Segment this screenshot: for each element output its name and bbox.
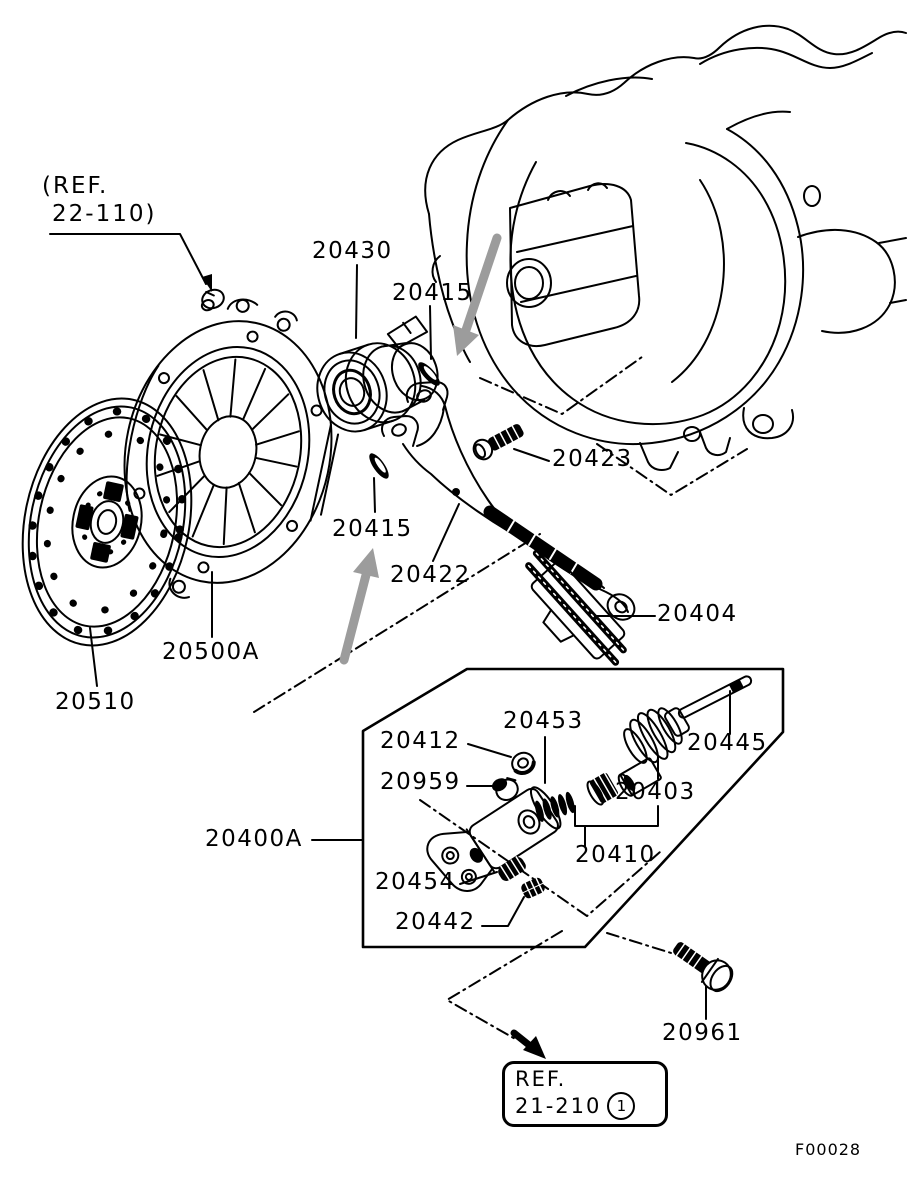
part-label-20410: 20410 bbox=[575, 842, 656, 868]
ref-top-line2: 22-110) bbox=[52, 201, 157, 227]
part-label-20404: 20404 bbox=[657, 601, 738, 627]
gray-arrow-up bbox=[339, 548, 379, 665]
figure-code: F00028 bbox=[795, 1140, 862, 1159]
black-arrow-to-refbox bbox=[510, 1029, 546, 1059]
center-lines bbox=[253, 356, 748, 1041]
bolt-20423 bbox=[472, 424, 524, 461]
part-label-20445: 20445 bbox=[687, 730, 768, 756]
part-label-20422: 20422 bbox=[390, 562, 471, 588]
part-label-20453: 20453 bbox=[503, 708, 584, 734]
ref-top-arrowhead bbox=[202, 274, 212, 292]
part-label-20959: 20959 bbox=[380, 769, 461, 795]
damper-20404 bbox=[525, 549, 627, 666]
cap-20959 bbox=[491, 777, 519, 801]
part-label-20442: 20442 bbox=[395, 909, 476, 935]
part-label-20500A: 20500A bbox=[162, 639, 260, 665]
bleeder-20454 bbox=[498, 856, 526, 881]
slave-cylinder-body bbox=[426, 786, 562, 892]
transmission-housing bbox=[424, 24, 907, 471]
ref-bottom-line1: REF. bbox=[515, 1067, 567, 1091]
release-bearing bbox=[316, 315, 439, 433]
part-label-20454: 20454 bbox=[375, 869, 456, 895]
snap-clip-upper bbox=[418, 362, 440, 386]
part-label-20423: 20423 bbox=[552, 446, 633, 472]
ref-callout-top: (REF.22-110) bbox=[42, 172, 156, 228]
snap-clip-lower bbox=[369, 453, 389, 479]
part-label-20412: 20412 bbox=[380, 728, 461, 754]
valve-20442 bbox=[521, 877, 545, 899]
part-label-20403: 20403 bbox=[615, 779, 696, 805]
piston-cup bbox=[586, 771, 619, 806]
clutch-cover bbox=[123, 298, 340, 599]
ref-top-line1: (REF. bbox=[42, 173, 109, 199]
push-rod-20445 bbox=[677, 675, 753, 719]
ref-bottom-line2: 21-210 bbox=[515, 1094, 602, 1118]
inset-box bbox=[361, 667, 785, 949]
piston bbox=[617, 757, 662, 797]
part-label-20510: 20510 bbox=[55, 689, 136, 715]
part-label-20430: 20430 bbox=[312, 238, 393, 264]
seal-ring-20412 bbox=[511, 751, 536, 776]
part-label-20961: 20961 bbox=[662, 1020, 743, 1046]
part-label-20415-upper: 20415 bbox=[392, 280, 473, 306]
retainer-clip bbox=[200, 288, 225, 312]
part-label-20400A: 20400A bbox=[205, 826, 303, 852]
gray-arrow-down bbox=[453, 233, 502, 356]
leader-lines bbox=[49, 233, 731, 1020]
part-label-20415-lower: 20415 bbox=[332, 516, 413, 542]
bolt-20961 bbox=[673, 942, 734, 993]
ref-bottom-badge: 1 bbox=[607, 1092, 636, 1120]
clutch-disc bbox=[21, 397, 193, 647]
